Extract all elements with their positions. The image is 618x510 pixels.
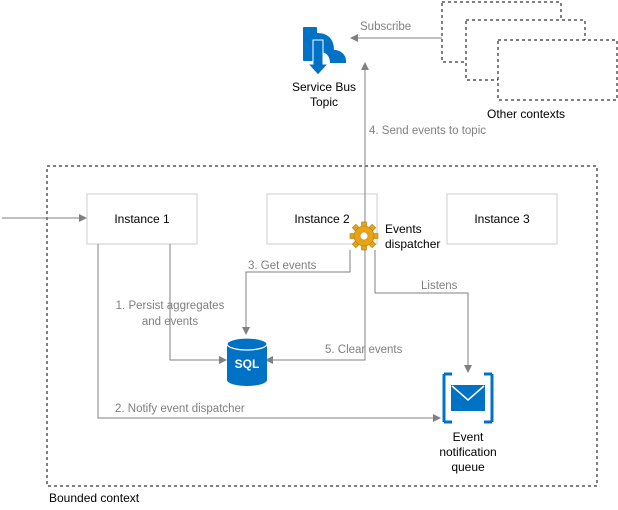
get-events-label: 3. Get events bbox=[248, 260, 317, 272]
persist-edge bbox=[169, 244, 227, 364]
other-contexts-label: Other contexts bbox=[487, 107, 565, 121]
queue-label-line3: queue bbox=[451, 460, 485, 474]
notify-edge bbox=[97, 244, 441, 422]
subscribe-label: Subscribe bbox=[360, 21, 411, 33]
instance-3-box bbox=[446, 193, 558, 245]
bounded-context-label: Bounded context bbox=[49, 491, 140, 505]
listens-label: Listens bbox=[421, 280, 458, 292]
instance-1-box bbox=[86, 193, 198, 245]
queue-label-line2: notification bbox=[439, 445, 496, 459]
dispatcher-label-line2: dispatcher bbox=[385, 237, 440, 251]
service-bus-label-line2: Topic bbox=[310, 95, 338, 109]
queue-label-line1: Event bbox=[453, 430, 484, 444]
gear-icon bbox=[349, 221, 379, 251]
instance-2-label: Instance 2 bbox=[294, 212, 350, 226]
listens-edge bbox=[374, 250, 472, 373]
clear-events-label: 5. Clear events bbox=[325, 344, 403, 356]
queue-envelope-icon bbox=[442, 372, 494, 424]
instance-1-label: Instance 1 bbox=[114, 212, 170, 226]
service-bus-topic-icon bbox=[303, 27, 346, 76]
instance-3-label: Instance 3 bbox=[474, 212, 530, 226]
persist-label-line1: 1. Persist aggregates bbox=[116, 300, 225, 312]
clear-events-edge bbox=[265, 250, 366, 364]
send-events-label: 4. Send events to topic bbox=[369, 125, 486, 137]
sql-label: SQL bbox=[235, 357, 260, 371]
notify-label: 2. Notify event dispatcher bbox=[115, 403, 245, 415]
persist-label-line2: and events bbox=[142, 316, 199, 328]
get-events-edge bbox=[242, 250, 351, 335]
dispatcher-label-line1: Events bbox=[385, 222, 422, 236]
service-bus-label-line1: Service Bus bbox=[292, 80, 356, 94]
other-context-box-3 bbox=[497, 39, 618, 101]
sql-database-icon: SQL bbox=[226, 337, 268, 386]
